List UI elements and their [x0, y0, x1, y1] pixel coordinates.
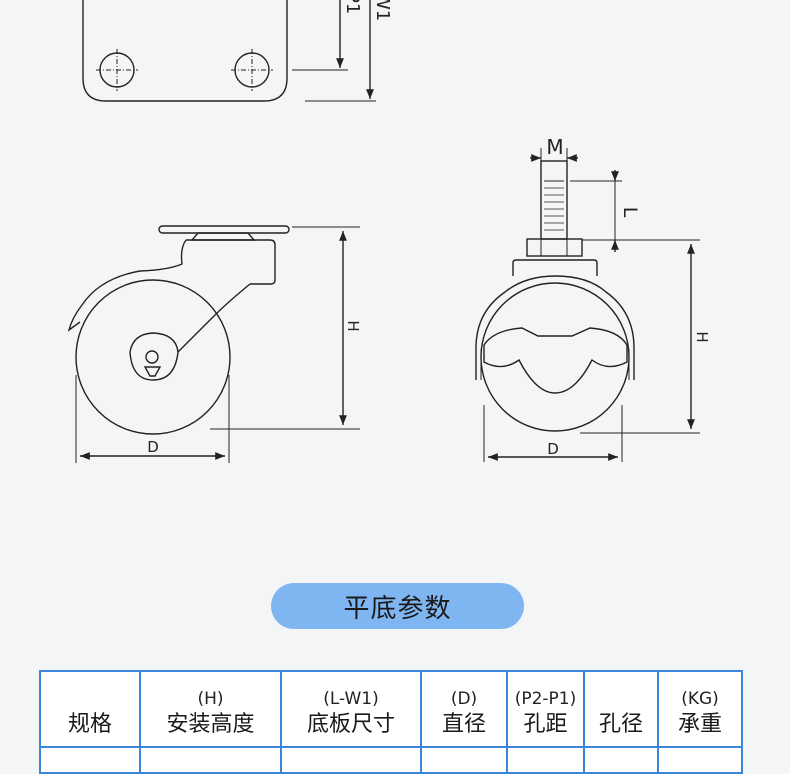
front-view-caster: [475, 148, 700, 462]
table-cell: [420, 746, 508, 774]
col-hole-spacing: (P2-P1)孔距: [506, 670, 585, 748]
top-p1-label: P1: [342, 0, 363, 14]
top-w1-label: W1: [372, 0, 393, 21]
side-view-caster: [67, 225, 360, 463]
spec-table: 规格 (H)安装高度 (L-W1)底板尺寸 (D)直径 (P2-P1)孔距 孔径…: [39, 670, 743, 774]
technical-drawing: P1 W1 H D M L H D: [67, 0, 711, 463]
table-row: [39, 746, 743, 774]
front-h-label: H: [693, 331, 711, 342]
top-view-plate: [82, 0, 376, 102]
table-cell: [583, 746, 659, 774]
front-d-label: D: [547, 440, 559, 458]
col-plate-size: (L-W1)底板尺寸: [280, 670, 422, 748]
section-title: 平底参数: [271, 583, 524, 629]
side-d-label: D: [147, 438, 159, 456]
side-h-label: H: [344, 320, 362, 331]
table-cell: [657, 746, 743, 774]
front-m-label: M: [546, 135, 563, 159]
table-cell: [280, 746, 422, 774]
table-cell: [39, 746, 141, 774]
front-l-label: L: [619, 207, 641, 218]
col-hole-diameter: 孔径: [583, 670, 659, 748]
col-spec: 规格: [39, 670, 141, 748]
table-header-row: 规格 (H)安装高度 (L-W1)底板尺寸 (D)直径 (P2-P1)孔距 孔径…: [39, 670, 743, 748]
table-cell: [139, 746, 282, 774]
col-load: (KG)承重: [657, 670, 743, 748]
col-diameter: (D)直径: [420, 670, 508, 748]
col-height: (H)安装高度: [139, 670, 282, 748]
table-cell: [506, 746, 585, 774]
